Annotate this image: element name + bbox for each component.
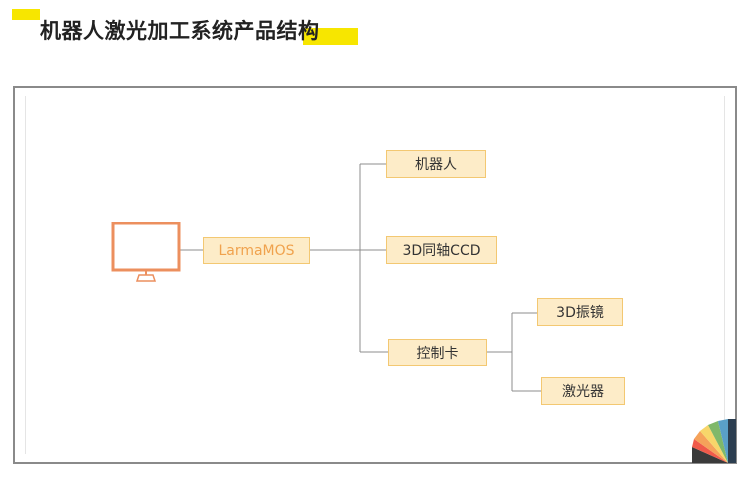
color-fan-icon <box>692 419 736 463</box>
node-3d-coaxial-ccd: 3D同轴CCD <box>386 236 497 264</box>
node-larmamos: LarmaMOS <box>203 237 310 264</box>
page-title: 机器人激光加工系统产品结构 <box>40 19 320 43</box>
frame-inner-border <box>25 96 725 454</box>
title-highlight <box>303 28 358 45</box>
node-3d-galvo: 3D振镜 <box>537 298 623 326</box>
node-robot: 机器人 <box>386 150 486 178</box>
node-laser: 激光器 <box>541 377 625 405</box>
title-accent-bar <box>12 9 40 20</box>
monitor-icon <box>111 222 181 282</box>
node-control-card: 控制卡 <box>388 339 487 366</box>
